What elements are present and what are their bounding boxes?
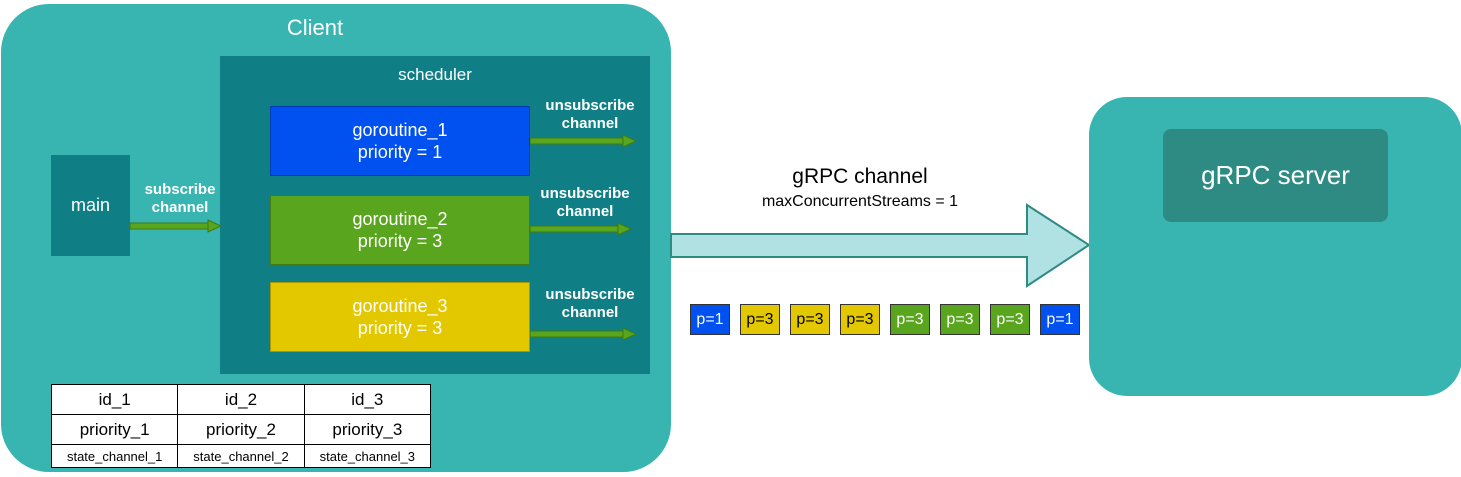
unsubscribe-arrow-2 <box>529 222 633 236</box>
table-cell: state_channel_1 <box>50 444 179 468</box>
queue-item-3: p=3 <box>790 304 830 335</box>
queue-item-2: p=3 <box>740 304 780 335</box>
grpc-channel-subtitle: maxConcurrentStreams = 1 <box>761 193 959 210</box>
subscribe-channel-label: subscribe channel <box>144 181 216 216</box>
table-cell: id_3 <box>303 384 432 415</box>
goroutine-3-box: goroutine_3 priority = 3 <box>270 282 530 352</box>
grpc-channel-title: gRPC channel <box>792 165 928 188</box>
goroutine-1-box: goroutine_1 priority = 1 <box>270 106 530 176</box>
table-cell: priority_2 <box>177 414 305 445</box>
goroutine-2-name: goroutine_2 <box>352 209 448 229</box>
queue-item-4: p=3 <box>840 304 880 335</box>
queue-item-1: p=1 <box>690 304 730 335</box>
main-box: main <box>51 155 130 256</box>
queue-item-5: p=3 <box>890 304 930 335</box>
table-cell: id_2 <box>177 384 305 415</box>
state-table: id_1 id_2 id_3 priority_1 priority_2 pri… <box>50 384 432 468</box>
goroutine-2-priority: priority = 3 <box>357 231 443 251</box>
client-title: Client <box>286 15 344 40</box>
goroutine-3-name: goroutine_3 <box>352 296 448 316</box>
table-cell: id_1 <box>50 384 179 415</box>
scheduler-title: scheduler <box>398 65 472 84</box>
unsubscribe-channel-label-1: unsubscribe channel <box>545 97 635 132</box>
queue-item-7: p=3 <box>990 304 1030 335</box>
unsubscribe-arrow-1 <box>529 134 638 148</box>
table-cell: state_channel_3 <box>303 444 432 468</box>
queue-item-8: p=1 <box>1040 304 1080 335</box>
table-cell: priority_3 <box>303 414 432 445</box>
grpc-channel-arrow <box>670 203 1091 288</box>
table-row-ids: id_1 id_2 id_3 <box>50 384 432 415</box>
table-cell: priority_1 <box>50 414 179 445</box>
goroutine-1-priority: priority = 1 <box>357 142 443 162</box>
table-row-states: state_channel_1 state_channel_2 state_ch… <box>50 444 432 468</box>
goroutine-2-box: goroutine_2 priority = 3 <box>270 195 530 265</box>
unsubscribe-channel-label-2: unsubscribe channel <box>540 185 630 220</box>
subscribe-arrow <box>129 219 223 233</box>
grpc-server-title: gRPC server <box>1163 129 1388 222</box>
queue-item-6: p=3 <box>940 304 980 335</box>
goroutine-3-priority: priority = 3 <box>357 318 443 338</box>
goroutine-1-name: goroutine_1 <box>352 120 448 140</box>
unsubscribe-channel-label-3: unsubscribe channel <box>545 286 635 321</box>
main-label: main <box>70 195 110 215</box>
table-cell: state_channel_2 <box>177 444 305 468</box>
table-row-priorities: priority_1 priority_2 priority_3 <box>50 414 432 445</box>
unsubscribe-arrow-3 <box>529 327 638 341</box>
